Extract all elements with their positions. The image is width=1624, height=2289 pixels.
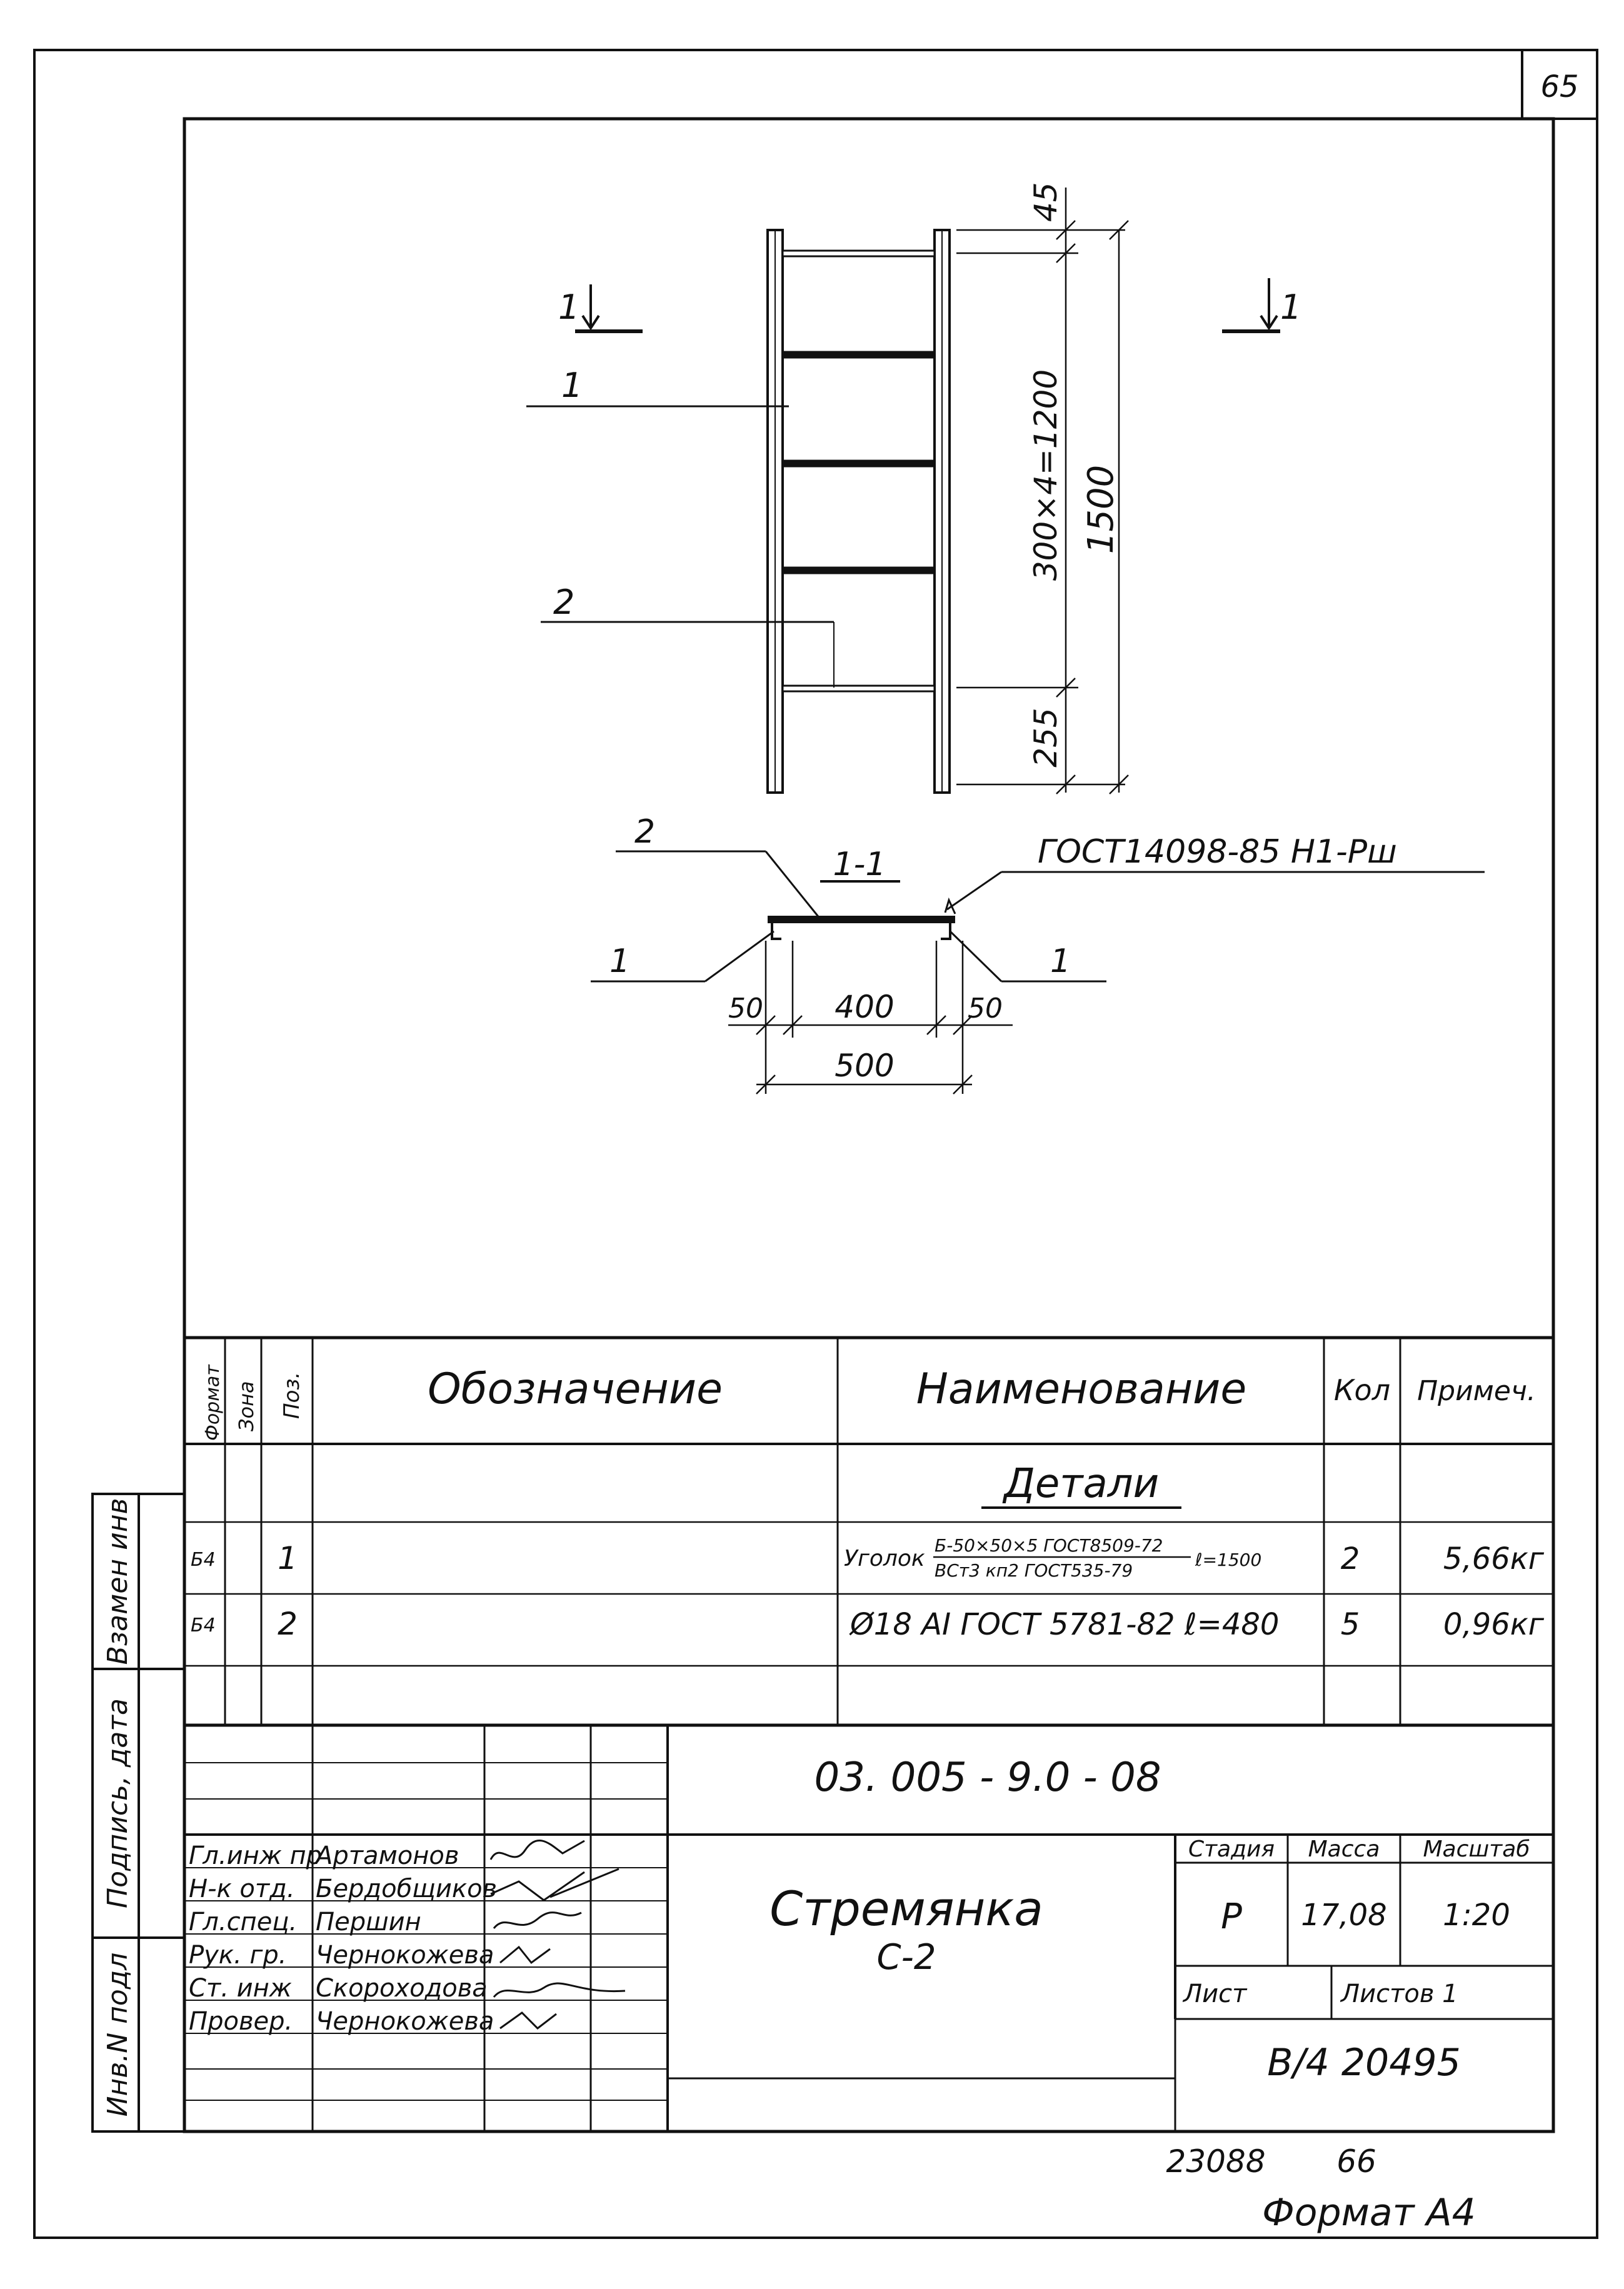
dim-400: 400 (835, 989, 894, 1025)
spec-row-1: Б4 1 Уголок Б-50×50×5 ГОСТ8509-72 ВСт3 к… (191, 1535, 1545, 1581)
role-1: Гл.инж пр (189, 1841, 322, 1870)
ladder-elevation: 1 2 1 1 45 300×4=1200 255 150 (526, 182, 1301, 794)
name-4: Чернокожева (316, 1941, 494, 1970)
row1-name-suffix: ℓ=1500 (1195, 1550, 1261, 1570)
section-label-2: 2 (634, 813, 655, 851)
doc-number: 03. 005 - 9.0 - 08 (814, 1755, 1161, 1801)
role-3: Гл.спец. (189, 1908, 297, 1936)
role-2: Н-к отд. (189, 1875, 295, 1903)
header-pos: Поз. (279, 1372, 304, 1419)
title-block-grid (184, 1725, 1553, 2131)
row2-name: Ø18 АI ГОСТ 5781-82 ℓ=480 (849, 1607, 1279, 1642)
side-label-inv: Инв.N подл (102, 1953, 134, 2117)
doc-title: Стремянка (769, 1881, 1043, 1936)
name-3: Першин (316, 1908, 421, 1936)
row1-name-prefix: Уголок (844, 1546, 925, 1571)
dim-300x4: 300×4=1200 (1028, 369, 1064, 581)
leader-label-2: 2 (553, 583, 574, 622)
row2-qty: 5 (1341, 1607, 1360, 1642)
row1-note: 5,66кг (1443, 1541, 1545, 1576)
doc-subtitle: С-2 (877, 1937, 936, 1978)
section-mark-left: 1 (558, 288, 579, 327)
dim-255: 255 (1028, 708, 1064, 767)
sheets-label: Листов 1 (1340, 1980, 1458, 2008)
section-view: 1-1 2 ГОСТ14098-85 Н1-Рш 1 1 (591, 813, 1485, 1094)
side-label-replace: Взамен инв (102, 1498, 134, 1665)
row1-name-den: ВСт3 кп2 ГОСТ535-79 (935, 1560, 1133, 1581)
footer-page: 66 (1336, 2143, 1376, 2180)
header-qty: Кол (1334, 1373, 1390, 1407)
side-stamp (91, 1493, 186, 2133)
side-label-sign: Подпись, дата (102, 1698, 134, 1908)
stage-header: Стадия (1188, 1836, 1275, 1862)
weld-note: ГОСТ14098-85 Н1-Рш (1038, 833, 1397, 871)
mass-value: 17,08 (1301, 1898, 1386, 1933)
role-4: Рук. гр. (189, 1941, 287, 1970)
footer-format: Формат А4 (1262, 2191, 1476, 2235)
signature-scribbles (489, 1839, 626, 2030)
header-note: Примеч. (1417, 1375, 1536, 1407)
row1-format: Б4 (191, 1549, 216, 1571)
ladder-rungs (781, 249, 936, 693)
name-1: Артамонов (314, 1841, 459, 1870)
header-name: Наименование (916, 1365, 1246, 1414)
dim-500: 500 (835, 1048, 894, 1084)
section-mark-right: 1 (1280, 288, 1301, 327)
header-zone: Зона (234, 1381, 258, 1431)
row2-format: Б4 (191, 1615, 216, 1636)
row1-pos: 1 (278, 1540, 298, 1576)
section-label-left: 1 (609, 943, 630, 980)
scale-header: Масштаб (1423, 1836, 1530, 1862)
mass-header: Масса (1308, 1836, 1380, 1862)
row1-qty: 2 (1341, 1541, 1360, 1576)
scale-value: 1:20 (1443, 1898, 1510, 1933)
section-details: Детали (1002, 1461, 1159, 1507)
dim-50-left: 50 (728, 993, 763, 1024)
dim-1500: 1500 (1081, 465, 1121, 554)
role-5: Ст. инж (189, 1974, 292, 2003)
archive-number: В/4 20495 (1267, 2041, 1461, 2085)
page-number: 65 (1540, 69, 1578, 104)
name-6: Чернокожева (316, 2007, 494, 2036)
name-5: Скороходова (316, 1974, 488, 2003)
spec-row-2: Б4 2 Ø18 АI ГОСТ 5781-82 ℓ=480 5 0,96кг (191, 1606, 1545, 1642)
spec-table (184, 1336, 1553, 1727)
role-6: Провер. (189, 2007, 293, 2036)
sheet-label: Лист (1182, 1980, 1248, 2008)
signatures: Гл.инж пр Артамонов Н-к отд. Бердобщиков… (189, 1839, 626, 2036)
header-designation: Обозначение (428, 1365, 723, 1414)
leader-label-1: 1 (561, 366, 583, 405)
section-title: 1-1 (833, 846, 886, 883)
dim-50-right: 50 (968, 993, 1003, 1024)
spec-header: Формат Зона Поз. Обозначение Наименовани… (202, 1364, 1536, 1441)
header-format: Формат (202, 1364, 224, 1441)
dim-45: 45 (1028, 182, 1064, 222)
footer-code: 23088 (1166, 2143, 1265, 2180)
row2-note: 0,96кг (1443, 1607, 1545, 1642)
name-2: Бердобщиков (316, 1875, 497, 1903)
section-label-right: 1 (1050, 943, 1071, 980)
row1-name-num: Б-50×50×5 ГОСТ8509-72 (935, 1535, 1163, 1556)
row2-pos: 2 (278, 1606, 298, 1642)
inner-frame (183, 117, 1555, 2133)
stage-value: Р (1221, 1896, 1242, 1937)
outer-border (33, 49, 1598, 2239)
